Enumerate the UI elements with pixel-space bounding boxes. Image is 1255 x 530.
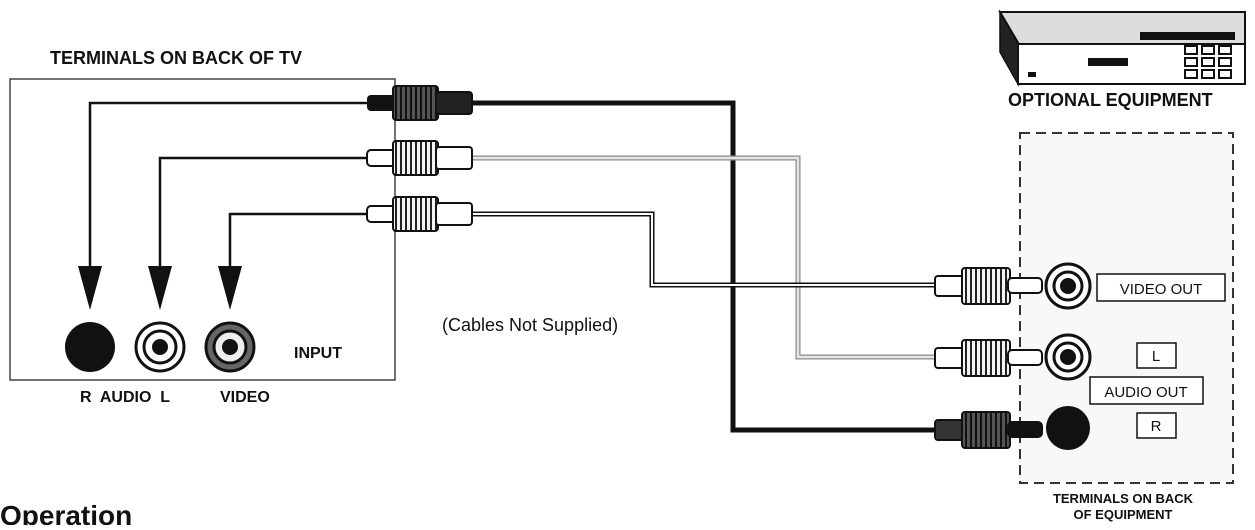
optional-equipment-label: OPTIONAL EQUIPMENT	[1008, 90, 1213, 110]
cables-note: (Cables Not Supplied)	[442, 315, 618, 335]
equip-jack-audio-l	[1044, 333, 1092, 381]
video-out-label: VIDEO OUT	[1120, 281, 1203, 298]
audio-out-label: AUDIO OUT	[1104, 384, 1187, 401]
equip-jack-audio-r	[1046, 406, 1090, 450]
optional-equipment-device	[998, 9, 1246, 87]
arrow-audio-r	[78, 101, 372, 310]
equip-jack-video-out	[1044, 262, 1092, 310]
tv-plug-audio-l	[366, 140, 473, 176]
equip-terminals-label-line2: OF EQUIPMENT	[1074, 507, 1173, 522]
audio-jacks-label: R AUDIO L	[80, 389, 170, 406]
cable-audio-r-black	[470, 100, 940, 433]
cable-video	[470, 211, 940, 288]
arrow-audio-l	[148, 156, 372, 310]
audio-l-label: L	[1152, 348, 1160, 365]
equip-plug-audio-l	[934, 339, 1043, 377]
equip-terminals-label-line1: TERMINALS ON BACK	[1053, 491, 1194, 506]
audio-l-tag: L	[1136, 342, 1177, 369]
audio-r-tag: R	[1136, 412, 1177, 439]
equip-plug-video	[934, 267, 1043, 305]
video-jack-label: VIDEO	[220, 389, 270, 406]
video-out-tag: VIDEO OUT	[1096, 273, 1226, 302]
jack-audio-l	[134, 321, 186, 373]
jack-video	[204, 321, 256, 373]
audio-r-label: R	[1151, 418, 1162, 435]
cable-audio-l-white	[470, 155, 940, 360]
arrow-video	[218, 212, 372, 310]
input-label: INPUT	[294, 345, 342, 362]
equip-plug-audio-r	[934, 411, 1043, 449]
jack-audio-r	[65, 322, 115, 372]
tv-terminals-title: TERMINALS ON BACK OF TV	[50, 48, 302, 68]
section-heading: Operation	[0, 500, 133, 525]
tv-plug-video	[366, 196, 473, 232]
audio-out-tag: AUDIO OUT	[1089, 376, 1204, 405]
tv-plug-audio-r	[367, 85, 473, 121]
